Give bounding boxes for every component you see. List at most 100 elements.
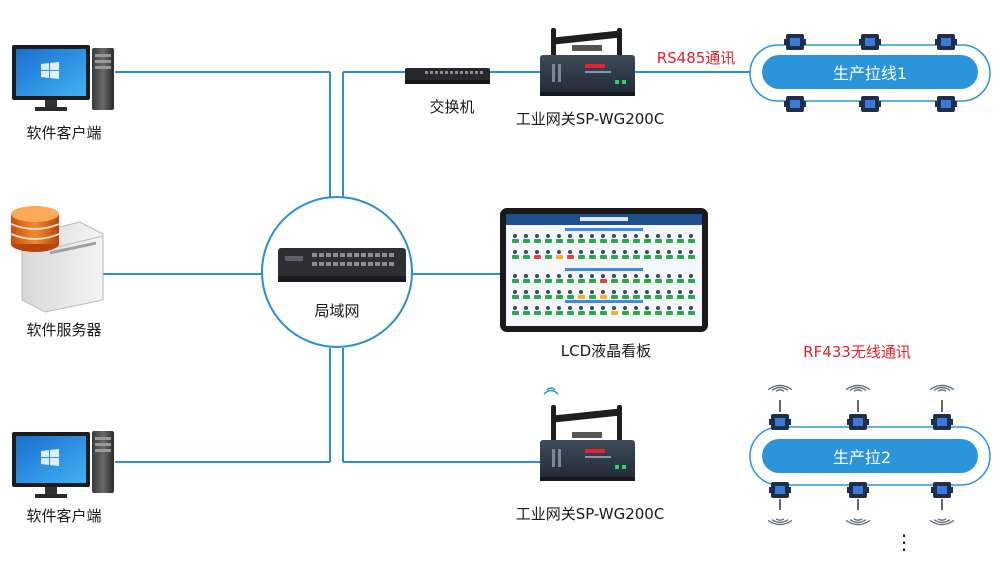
lcd-worker-icon (600, 306, 607, 315)
gateway-top-label: 工业网关SP-WG200C (515, 110, 665, 128)
line1-terminal-nodes (784, 34, 957, 112)
switch-label: 交换机 (429, 98, 475, 116)
lcd-worker-icon (545, 306, 552, 315)
lan-switch-icon (278, 248, 406, 282)
connection-lines (103, 71, 750, 463)
lcd-worker-icon (611, 234, 618, 243)
lcd-worker-icon (622, 250, 629, 259)
terminal-node-icon (931, 482, 953, 498)
lcd-worker-icon (666, 306, 673, 315)
lcd-worker-icon (622, 290, 629, 299)
lcd-worker-icon (611, 250, 618, 259)
rs485-label: RS485通讯 (656, 49, 736, 67)
lcd-worker-icon (512, 290, 519, 299)
terminal-node-icon (769, 482, 791, 498)
lcd-worker-icon (589, 306, 596, 315)
line1-label: 生产拉线1 (832, 64, 908, 83)
client-computer-icon (12, 45, 114, 111)
lcd-worker-icon (644, 274, 651, 283)
lcd-worker-icon (666, 290, 673, 299)
more-ellipsis-icon: ··· (900, 524, 908, 562)
lcd-worker-icon (644, 250, 651, 259)
lcd-worker-icon (567, 274, 574, 283)
wireless-signal-icon (845, 518, 871, 526)
lcd-worker-icon (677, 234, 684, 243)
lcd-worker-icon (589, 290, 596, 299)
lcd-worker-icon (600, 234, 607, 243)
lcd-worker-icon (600, 290, 607, 299)
lcd-worker-icon (633, 290, 640, 299)
lcd-worker-icon (556, 234, 563, 243)
lcd-worker-icon (534, 290, 541, 299)
terminal-node-icon (784, 96, 806, 112)
lcd-worker-icon (567, 234, 574, 243)
lcd-worker-icon (644, 306, 651, 315)
lcd-worker-icon (545, 290, 552, 299)
lcd-worker-icon (512, 250, 519, 259)
lcd-worker-icon (523, 274, 530, 283)
wireless-signal-icon (929, 384, 955, 392)
server-icon (10, 206, 104, 313)
lcd-worker-icon (655, 306, 662, 315)
lcd-worker-icon (534, 274, 541, 283)
lcd-worker-icon (677, 274, 684, 283)
lcd-worker-icon (677, 250, 684, 259)
wireless-signal-icon (929, 518, 955, 526)
lcd-worker-icon (633, 250, 640, 259)
lcd-worker-icon (589, 274, 596, 283)
lcd-worker-icon (556, 250, 563, 259)
lcd-worker-icon (523, 290, 530, 299)
lcd-worker-icon (578, 290, 585, 299)
wireless-signal-icon (845, 384, 871, 392)
terminal-node-icon (784, 34, 806, 50)
production-line-1 (749, 34, 991, 112)
lcd-worker-icon (611, 306, 618, 315)
lcd-worker-icon (512, 234, 519, 243)
lcd-worker-icon (523, 250, 530, 259)
lcd-worker-icon (688, 234, 695, 243)
lcd-worker-icon (677, 290, 684, 299)
lcd-worker-icon (655, 234, 662, 243)
lcd-worker-icon (655, 290, 662, 299)
client-top-label: 软件客户端 (26, 124, 102, 142)
server-label: 软件服务器 (26, 321, 102, 339)
wireless-signal-icon (767, 384, 793, 392)
lcd-worker-icon (611, 274, 618, 283)
gateway-icon-bottom (540, 387, 635, 481)
lcd-worker-icon (688, 274, 695, 283)
production-line-2 (749, 384, 991, 526)
lcd-people-grid (512, 234, 695, 315)
lcd-worker-icon (611, 290, 618, 299)
terminal-node-icon (847, 414, 869, 430)
lcd-worker-icon (633, 274, 640, 283)
gateway-icon (540, 28, 635, 96)
terminal-node-icon (847, 482, 869, 498)
lcd-worker-icon (688, 290, 695, 299)
lcd-worker-icon (578, 306, 585, 315)
lcd-worker-icon (534, 234, 541, 243)
lan-label: 局域网 (314, 302, 360, 320)
lcd-worker-icon (578, 250, 585, 259)
gateway-bottom-label: 工业网关SP-WG200C (515, 505, 665, 523)
rf433-label: RF433无线通讯 (803, 343, 911, 361)
terminal-node-icon (935, 96, 957, 112)
lcd-worker-icon (666, 234, 673, 243)
terminal-node-icon (859, 96, 881, 112)
lcd-worker-icon (688, 250, 695, 259)
lcd-worker-icon (655, 274, 662, 283)
lcd-worker-icon (655, 250, 662, 259)
lcd-worker-icon (666, 250, 673, 259)
line2-label: 生产拉2 (832, 448, 892, 467)
lcd-worker-icon (600, 250, 607, 259)
lcd-worker-icon (589, 250, 596, 259)
lcd-worker-icon (523, 306, 530, 315)
lcd-worker-icon (622, 306, 629, 315)
lcd-worker-icon (567, 250, 574, 259)
lcd-worker-icon (534, 306, 541, 315)
terminal-node-icon (769, 414, 791, 430)
lcd-worker-icon (578, 274, 585, 283)
lcd-board-icon (500, 208, 708, 332)
lcd-worker-icon (622, 274, 629, 283)
lcd-worker-icon (556, 290, 563, 299)
lcd-worker-icon (534, 250, 541, 259)
